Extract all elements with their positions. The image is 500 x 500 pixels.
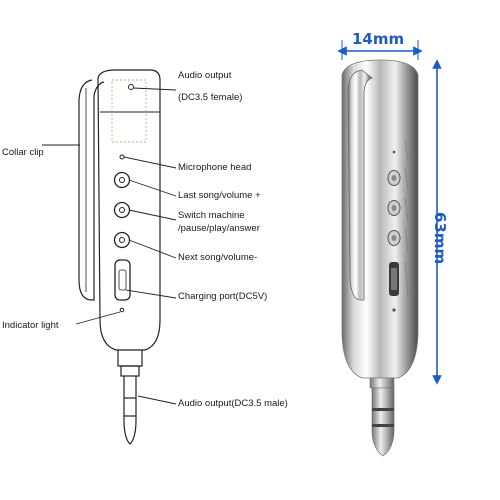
button-switch: [113, 201, 131, 219]
label-indicator-light: Indicator light: [2, 320, 59, 331]
label-charging-port: Charging port(DC5V): [178, 291, 268, 302]
dimension-height-label: 63mm: [431, 212, 449, 265]
microphone-dot: [119, 154, 125, 160]
label-audio-output-top: Audio output: [178, 70, 232, 81]
button-last-song: [113, 171, 131, 189]
device-body-outline: [97, 69, 161, 351]
collar-clip-outline: [78, 79, 105, 301]
label-switch-line1: Switch machine: [178, 210, 245, 221]
dimension-width-label: 14mm: [352, 30, 405, 48]
label-collar-clip: Collar clip: [2, 147, 44, 158]
leader-lines: [42, 87, 177, 405]
audio-socket-dot: [128, 84, 134, 90]
label-audio-output-bottom: Audio output(DC3.5 male): [178, 398, 288, 409]
chrome-device: [341, 59, 419, 457]
charging-port-outline: [114, 259, 131, 301]
dimension-arrows: [337, 40, 442, 385]
label-next-song: Next song/volume-: [178, 252, 258, 263]
label-last-song: Last song/volume +: [178, 190, 261, 201]
line-drawing-device: [78, 69, 161, 445]
label-microphone-head: Microphone head: [178, 162, 252, 173]
label-audio-output-top-sub: (DC3.5 female): [178, 92, 243, 103]
button-next-song: [113, 231, 131, 249]
chrome-clip: [347, 69, 373, 301]
label-switch-line2: /pause/play/answer: [178, 223, 260, 234]
indicator-light-dot: [119, 307, 125, 313]
